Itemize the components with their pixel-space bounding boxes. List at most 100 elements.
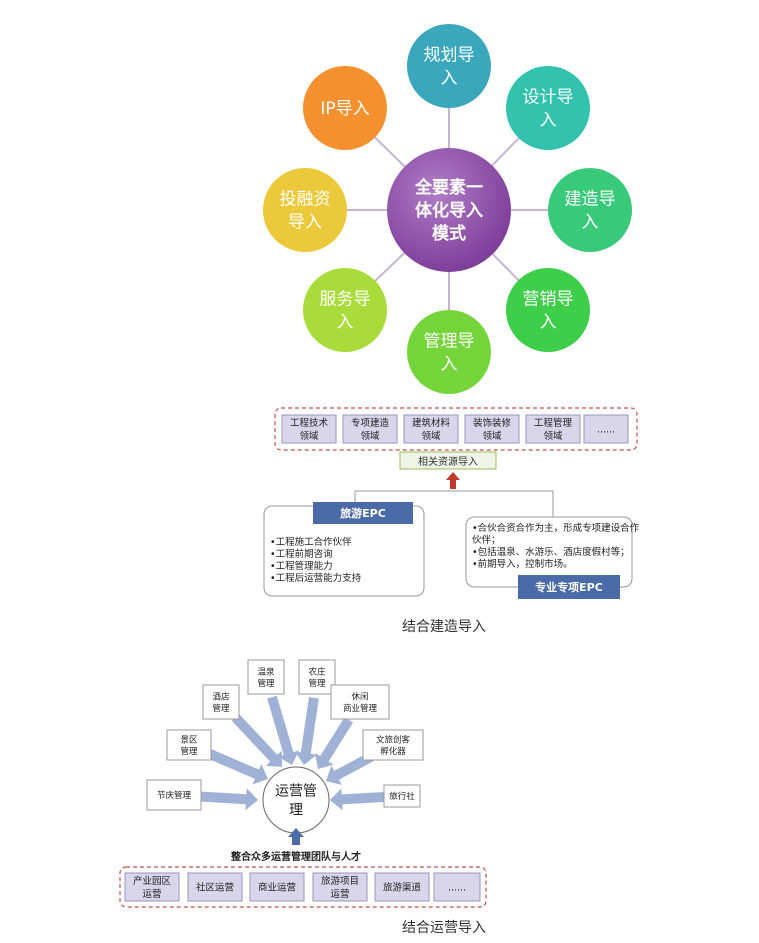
special-epc-items: •合伙合资合作为主，形成专项建设合作 伙伴；•包括温泉、水游乐、酒店度假村等；•…	[472, 522, 640, 570]
tourism-epc-title: 旅游EPC	[340, 506, 386, 520]
hub-node-label: 营销导	[523, 290, 574, 310]
ops-arrow	[192, 788, 258, 811]
hub-node-circle	[407, 310, 491, 394]
ops-source-box	[330, 684, 390, 720]
hub-node-label: 设计导	[523, 88, 574, 108]
domain-box	[281, 414, 337, 444]
ops-arrow	[204, 747, 268, 785]
special-epc-title: 专业专项EPC	[535, 580, 603, 594]
hub-node-circle	[548, 168, 632, 252]
caption-operations: 结合运营导入	[402, 920, 486, 936]
ops-source-label: 休闲	[351, 691, 368, 702]
tourism-epc-item: •工程后运营能力支持	[270, 572, 362, 584]
resource-label: 相关资源导入	[418, 455, 478, 468]
tourism-epc-item: •工程前期咨询	[270, 548, 333, 560]
domain-label: 工程管理	[534, 417, 573, 429]
ops-bottom-label: 产业园区	[133, 875, 172, 887]
hub-node-label: 入	[441, 355, 458, 375]
ops-source-box	[166, 729, 212, 761]
red-up-arrow	[446, 472, 460, 489]
caption-construction: 结合建造导入	[402, 619, 486, 635]
ops-source-label: 农庄	[308, 666, 326, 677]
tourism-epc-title-bar	[313, 502, 413, 524]
ops-bottom-label: 运营	[330, 888, 349, 900]
ops-center-label: 运营管理	[275, 784, 317, 819]
ops-bottom-label: 运营	[142, 888, 161, 900]
hub-node-circle	[263, 168, 347, 252]
hub-center-label: 模式	[432, 223, 466, 244]
domain-box	[525, 414, 581, 444]
ops-arrow	[267, 695, 300, 765]
domain-box	[464, 414, 520, 444]
hub-node-label: 服务导	[320, 290, 371, 310]
ops-arrow	[294, 697, 319, 765]
ops-source-box	[298, 659, 336, 695]
ops-arrow	[231, 713, 282, 767]
ops-center-circle	[262, 766, 330, 834]
domain-label: 装饰装修	[473, 417, 512, 429]
ops-bottom-label: 商业运营	[258, 881, 296, 893]
domain-label: 专项建造	[351, 417, 390, 429]
ops-center-text: 运营管	[275, 784, 317, 800]
domain-box	[403, 414, 459, 444]
ops-source-box	[146, 779, 202, 811]
ops-bottom-box	[312, 872, 368, 902]
ops-bottom-label: 旅游渠道	[383, 881, 422, 893]
domain-label: 工程技术	[290, 417, 329, 429]
ops-bottom-label: 旅游项目	[321, 875, 359, 887]
hub-node-label: 入	[582, 213, 599, 233]
ops-source-box	[383, 784, 421, 808]
connector-line	[354, 490, 554, 519]
ops-arrow	[315, 717, 354, 769]
hub-node-label: 管理导	[424, 332, 475, 352]
domain-label: 领域	[482, 430, 502, 442]
domain-label: 领域	[543, 430, 563, 442]
ops-team-label: 整合众多运营管理团队与人才	[230, 850, 361, 863]
hub-center-circle	[387, 148, 511, 272]
ops-up-arrow	[288, 828, 304, 845]
ops-source-box	[247, 659, 285, 695]
ops-bottom-dashed-frame	[119, 866, 487, 908]
ops-source-label: 管理	[257, 678, 275, 689]
ops-arrow	[330, 788, 388, 811]
hub-center-label: 体化导入	[415, 200, 483, 221]
ops-source-label: 温泉	[257, 666, 275, 677]
tourism-epc-item: •工程管理能力	[270, 560, 333, 572]
hub-node-circle	[303, 268, 387, 352]
ops-source-label: 管理	[180, 746, 198, 757]
ops-source-label: 酒店	[212, 691, 230, 702]
hub-node-circle	[407, 24, 491, 108]
hub-node-label: 投融资	[280, 190, 331, 210]
domain-label: 领域	[360, 430, 380, 442]
special-epc-title-bar	[518, 575, 620, 599]
ops-center-text: 理	[289, 802, 303, 818]
ops-bottom-box	[249, 872, 305, 902]
ops-source-label: 孵化器	[380, 746, 406, 757]
ops-source-label: 商业管理	[343, 703, 378, 714]
special-epc-item: •前期导入，控制市场。	[472, 558, 573, 570]
ops-source-label: 景区	[180, 735, 198, 745]
tourism-epc-items: •工程施工合作伙伴•工程前期咨询•工程管理能力•工程后运营能力支持	[270, 536, 362, 584]
domains-dashed-frame	[274, 407, 638, 451]
domain-label: 领域	[421, 430, 441, 442]
tourism-epc-item: •工程施工合作伙伴	[270, 536, 352, 548]
special-epc-item: •合伙合资合作为主，形成专项建设合作	[472, 522, 640, 534]
resource-label-box	[399, 451, 497, 470]
hub-node-label: 入	[441, 69, 458, 89]
ops-source-label: 文旅创客	[376, 734, 411, 745]
ops-bottom-box	[433, 872, 481, 902]
ops-bottom-box	[374, 872, 430, 902]
ops-bottom-label: 社区运营	[196, 881, 234, 893]
domain-label: 领域	[299, 430, 319, 442]
hub-node-circle	[303, 66, 387, 150]
hub-node-label: 规划导	[424, 46, 475, 66]
hub-node-label: 入	[337, 313, 354, 333]
hub-node-circle	[506, 66, 590, 150]
ops-bottom-label: ......	[448, 882, 466, 893]
